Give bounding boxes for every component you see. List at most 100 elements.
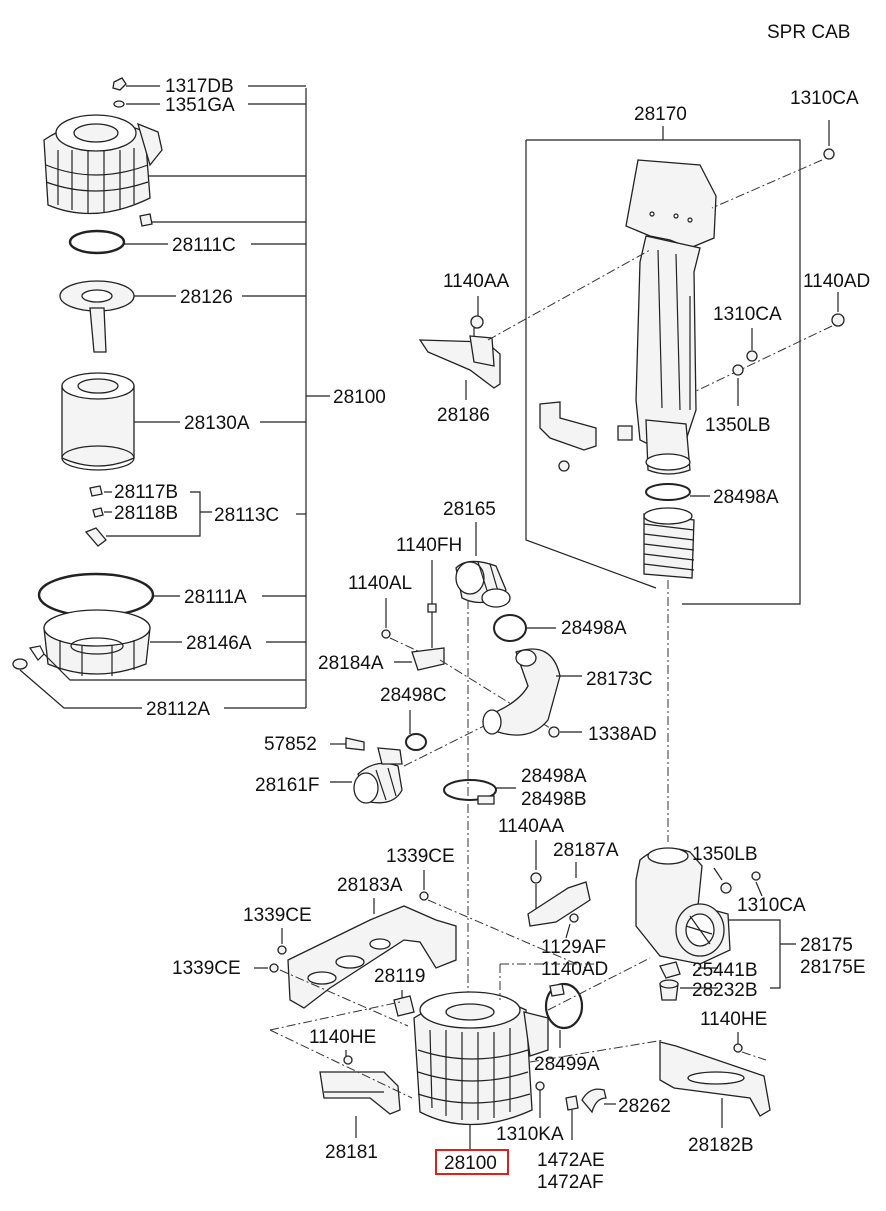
label-28181: 28181 [325, 1142, 378, 1163]
clamp-28112A [12, 658, 28, 670]
label-1140AA-top: 1140AA [443, 271, 510, 292]
bolt-1339CE-1 [419, 891, 429, 901]
bracket-28184A [411, 647, 445, 671]
clamp-28498A-low [443, 779, 497, 801]
clip-cover [139, 213, 153, 227]
bolt-1140FH [427, 603, 437, 613]
left-assembly: 1317DB 1351GA 28111C 28126 [12, 76, 386, 720]
washer-1351GA [113, 100, 125, 108]
sensor-28119 [393, 995, 415, 1017]
label-1140HE-right: 1140HE [700, 1009, 767, 1030]
intake-28175 [635, 847, 731, 965]
seal-25441B [659, 961, 681, 979]
label-1339CE-1: 1339CE [386, 846, 455, 867]
seal-28117B [89, 485, 103, 497]
filter-element-28130A [61, 372, 135, 471]
label-28111A: 28111A [184, 587, 247, 608]
label-28187A: 28187A [553, 840, 619, 861]
label-1317DB: 1317DB [165, 76, 234, 97]
label-1338AD: 1338AD [588, 724, 657, 745]
label-28100-top: 28100 [333, 387, 386, 408]
label-1351GA: 1351GA [165, 95, 235, 116]
label-28186: 28186 [437, 405, 490, 426]
duct-assembly-28170: 28170 1140AA 28186 1310CA 1140AD [418, 88, 870, 842]
label-28126: 28126 [180, 287, 233, 308]
bolt-1140AD-top [831, 313, 845, 327]
valve-28113C [84, 527, 107, 547]
label-28498B: 28498B [521, 789, 587, 810]
label-1310KA: 1310KA [496, 1124, 564, 1145]
label-28498C: 28498C [380, 685, 447, 706]
highlight-box [435, 1149, 509, 1175]
label-28161F: 28161F [255, 775, 319, 796]
label-28173C: 28173C [586, 669, 653, 690]
label-28146A: 28146A [186, 633, 252, 654]
hose-assembly: 28165 1140FH 1140AL 28184A 28498A 28173C [255, 499, 657, 1000]
label-28111C: 28111C [172, 235, 236, 256]
label-28119: 28119 [374, 966, 425, 987]
label-28118B: 28118B [114, 503, 178, 524]
clamp-28499A [544, 982, 584, 1030]
bolt-1310CA-top [823, 148, 835, 160]
washer-1350LB-top [732, 364, 744, 376]
clamp-28498C [405, 733, 427, 751]
washer-1350LB-low [720, 882, 732, 894]
label-57852: 57852 [264, 734, 317, 755]
label-28262: 28262 [618, 1096, 671, 1117]
hose-28173C [482, 648, 561, 736]
nut-1338AD [548, 726, 560, 738]
lower-assembly: 1140AA 28187A 1129AF 1140AD 1350LB 1310C… [172, 816, 866, 1193]
bolt-1339CE-3 [269, 963, 279, 973]
hose-28165 [455, 560, 511, 608]
label-28183A: 28183A [337, 875, 403, 896]
nut-1310CA-mid [746, 350, 758, 362]
label-28498A-low: 28498A [521, 766, 587, 787]
clamp-28498A-mid [493, 614, 527, 642]
bolt-1129AF [569, 913, 579, 923]
label-1140AA-low: 1140AA [498, 816, 565, 837]
hose-28161F [353, 747, 403, 804]
label-28100-main[interactable]: 28100 [444, 1153, 497, 1174]
label-1140AL: 1140AL [348, 573, 412, 594]
label-1350LB-top: 1350LB [705, 415, 771, 436]
bracket-28187A [527, 881, 591, 927]
nut-1310CA-low [751, 871, 761, 881]
label-1310CA-mid: 1310CA [713, 304, 782, 325]
label-28165: 28165 [443, 499, 496, 520]
gasket-28111C [68, 229, 126, 255]
air-cleaner-cover [43, 114, 163, 215]
label-1350LB-low: 1350LB [692, 844, 758, 865]
label-1140HE-left: 1140HE [309, 1027, 376, 1048]
label-28170: 28170 [634, 104, 687, 125]
element-holder-28126 [59, 280, 135, 353]
bolt-1140AL [381, 629, 391, 639]
label-28130A: 28130A [184, 413, 250, 434]
label-1339CE-3: 1339CE [172, 958, 241, 979]
label-1310CA-top: 1310CA [790, 88, 859, 109]
bellows-hose [643, 507, 695, 579]
air-cleaner-28100 [413, 991, 549, 1126]
label-28498A-mid: 28498A [561, 618, 627, 639]
housing-28146A [43, 609, 151, 676]
label-28113C: 28113C [214, 505, 279, 526]
nut-1317DB [112, 77, 127, 91]
label-28112A: 28112A [146, 699, 210, 720]
label-28182B: 28182B [688, 1135, 754, 1156]
bolt-1140AA-low [530, 872, 542, 884]
label-28499A: 28499A [534, 1054, 600, 1075]
seal-28118B [92, 507, 104, 518]
label-1140FH: 1140FH [396, 535, 462, 556]
label-1140AD-top: 1140AD [803, 271, 870, 292]
bracket-28181 [319, 1071, 401, 1115]
sensor-57852 [345, 737, 365, 751]
clamp-1472AE [565, 1095, 579, 1111]
bolt-1140HE-right [733, 1043, 743, 1053]
label-28184A: 28184A [318, 653, 384, 674]
label-1472AF: 1472AF [537, 1172, 604, 1193]
label-25441B: 25441B [692, 960, 758, 981]
label-28117B: 28117B [114, 482, 178, 503]
label-1129AF: 1129AF [541, 937, 606, 958]
header-label: SPR CAB [767, 22, 850, 43]
hose-28262 [581, 1088, 607, 1114]
